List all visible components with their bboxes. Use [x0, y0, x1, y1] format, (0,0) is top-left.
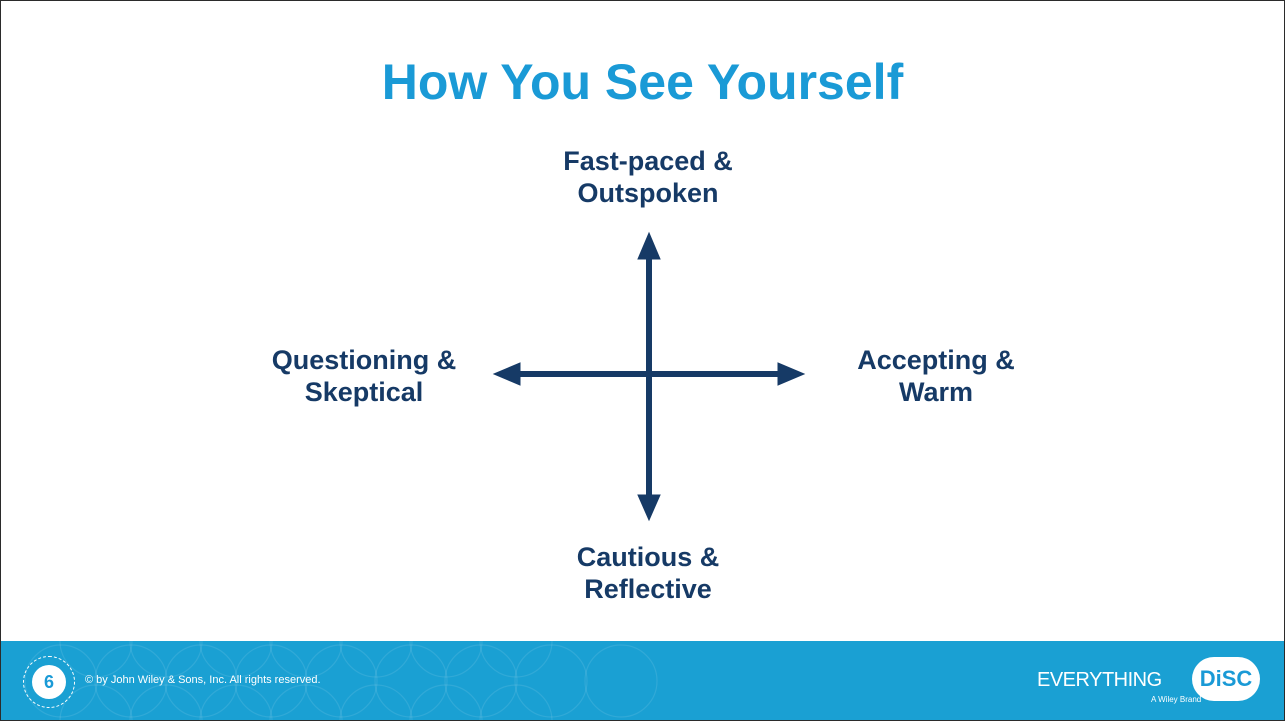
axis-label-left-line1: Questioning & — [271, 345, 457, 375]
arrowhead-up-icon — [637, 231, 661, 260]
axis-label-right-line2: Warm — [898, 377, 973, 407]
axis-label-right: Accepting & Warm — [791, 344, 1081, 408]
footer-bar: 6 © by John Wiley & Sons, Inc. All right… — [1, 641, 1284, 720]
axis-label-left: Questioning & Skeptical — [219, 344, 509, 408]
axis-label-left-line2: Skeptical — [304, 377, 424, 407]
copyright-text: © by John Wiley & Sons, Inc. All rights … — [85, 674, 321, 686]
axis-label-bottom-line2: Reflective — [584, 574, 712, 604]
axis-label-right-line1: Accepting & — [857, 345, 1015, 375]
everything-disc-logo: EVERYTHING DiSC A Wiley Brand — [1037, 657, 1267, 709]
brand-wordmark: EVERYTHING — [1037, 669, 1162, 691]
page-number: 6 — [32, 665, 66, 699]
slide-title: How You See Yourself — [381, 54, 904, 110]
axis-label-top-line1: Fast-paced & — [563, 146, 733, 176]
page-number-badge-ring — [23, 656, 75, 708]
axis-label-bottom: Cautious & Reflective — [509, 541, 787, 605]
brand-tagline: A Wiley Brand — [1151, 695, 1202, 704]
decorative-pattern — [24, 641, 658, 720]
arrowhead-down-icon — [637, 494, 661, 522]
axis-label-bottom-line1: Cautious & — [576, 542, 720, 572]
disc-logo-icon: DiSC — [1192, 657, 1260, 701]
axis-label-top: Fast-paced & Outspoken — [509, 145, 787, 209]
axis-label-top-line2: Outspoken — [577, 178, 719, 208]
